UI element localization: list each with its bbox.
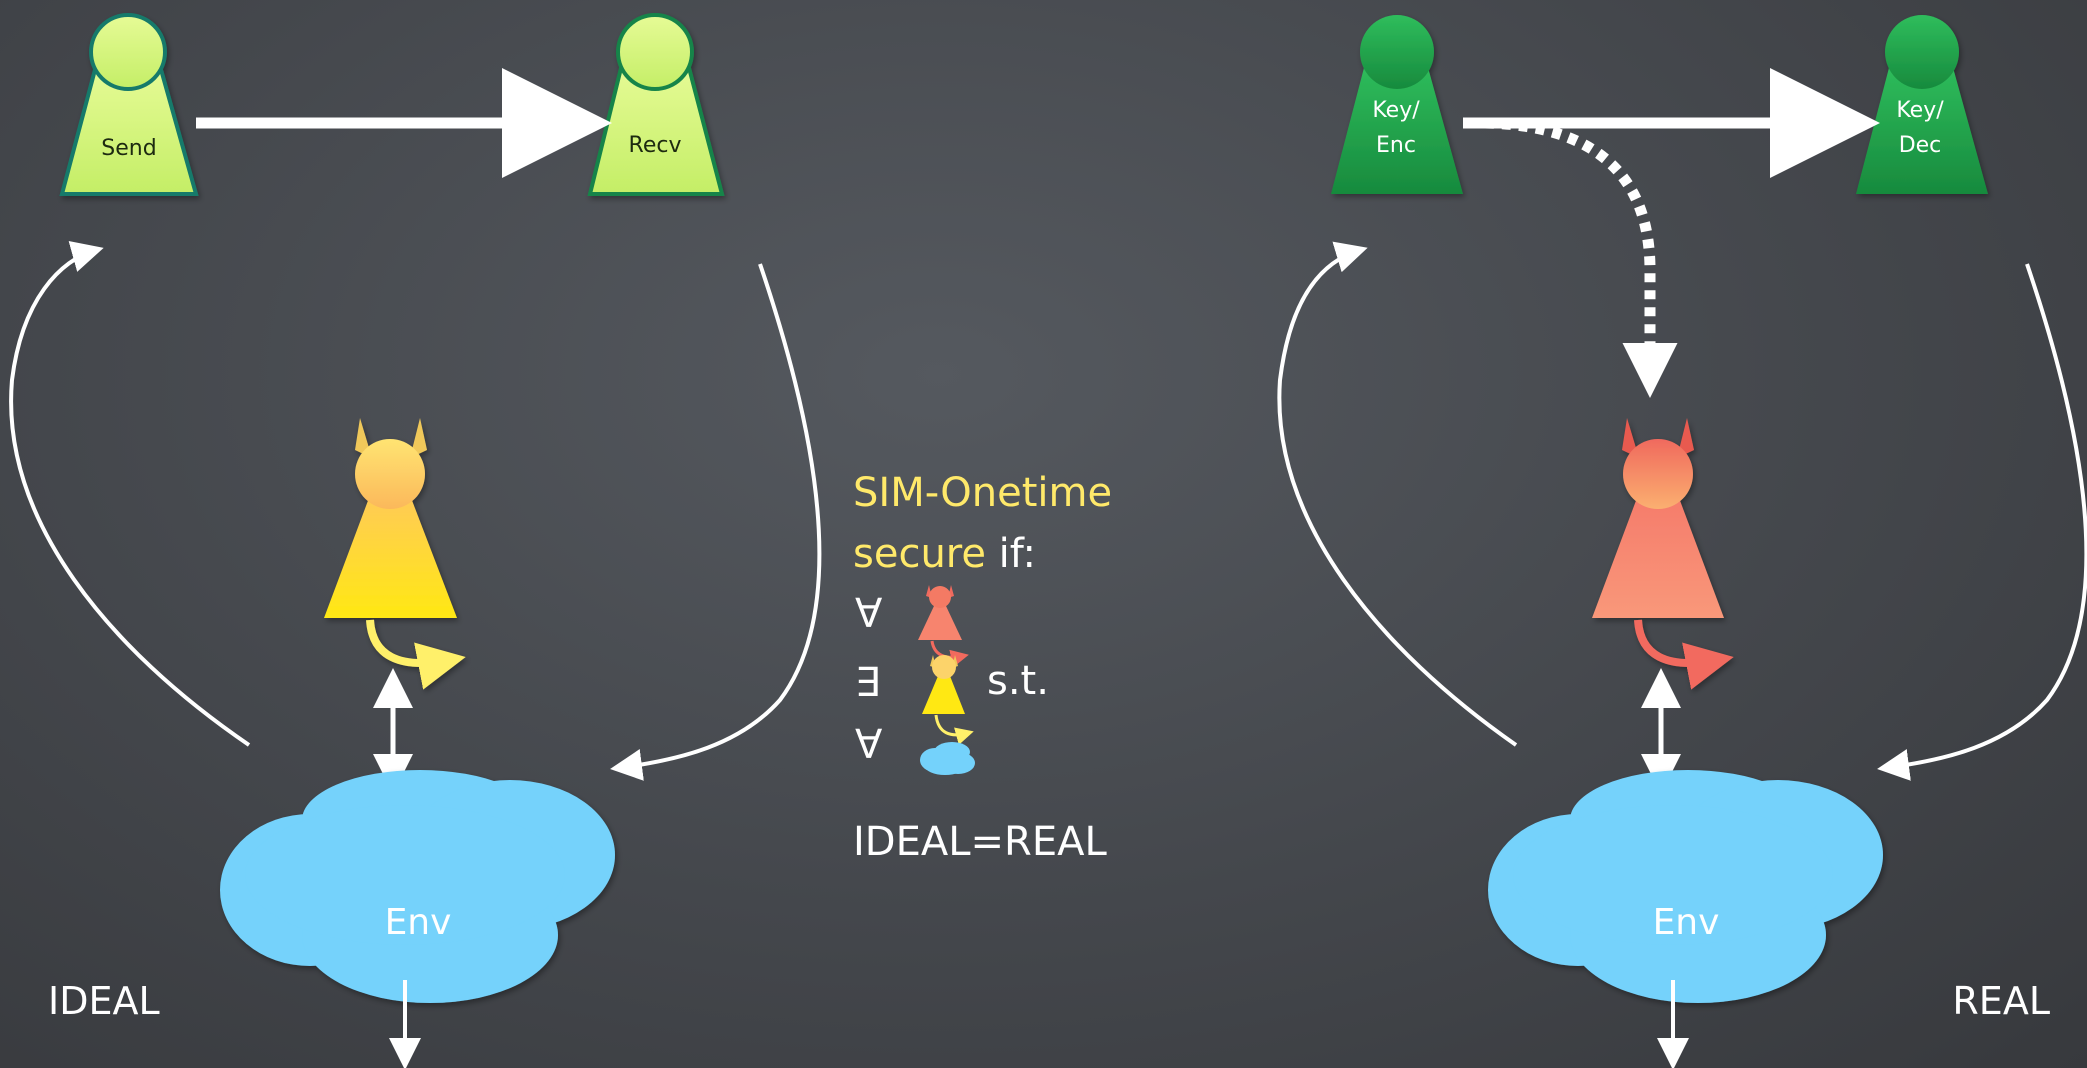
simulator-icon xyxy=(324,418,466,690)
exists-simulator-symbol: ∃ xyxy=(855,660,880,706)
real-world: Key/ Enc Key/ Dec xyxy=(1277,15,2087,1068)
forall-env-symbol: ∀ xyxy=(855,722,883,768)
ideal-world-label: IDEAL xyxy=(48,979,160,1023)
secure-highlight: secure xyxy=(853,531,986,577)
ideal-world: Send Recv xyxy=(9,13,822,1068)
recv-label: Recv xyxy=(629,133,682,158)
if-text: if: xyxy=(986,531,1036,577)
env-to-send-arrow xyxy=(9,241,251,747)
key-dec-label-line2: Dec xyxy=(1899,133,1942,158)
env-to-enc-arrow xyxy=(1277,241,1518,747)
ideal-equals-real-text: IDEAL=REAL xyxy=(853,819,1107,865)
definition-title: SIM-Onetime xyxy=(853,470,1112,516)
key-enc-label-line1: Key/ xyxy=(1372,98,1420,123)
definition-line2: secure if: xyxy=(853,531,1036,577)
ideal-env-cloud-icon xyxy=(220,770,615,1003)
dec-to-env-arrow xyxy=(1877,263,2087,781)
key-enc-label-line2: Enc xyxy=(1376,133,1416,158)
mini-simulator-icon xyxy=(922,655,974,745)
eavesdrop-dotted-arrow xyxy=(1484,117,1678,398)
mini-env-cloud-icon xyxy=(920,742,975,775)
mini-adversary-icon xyxy=(918,585,969,668)
ideal-env-label: Env xyxy=(385,902,452,943)
real-world-label: REAL xyxy=(1952,979,2050,1023)
such-that-text: s.t. xyxy=(987,658,1049,704)
real-env-cloud-icon xyxy=(1488,770,1883,1003)
adversary-icon xyxy=(1592,418,1734,690)
forall-adversary-symbol: ∀ xyxy=(855,591,883,637)
definition-block: SIM-Onetime secure if: ∀ ∃ s.t. ∀ xyxy=(853,470,1112,865)
recv-to-env-arrow xyxy=(610,263,822,781)
key-enc-party-icon xyxy=(1331,15,1463,194)
recv-party-icon xyxy=(587,13,725,196)
real-env-label: Env xyxy=(1653,902,1720,943)
send-label: Send xyxy=(101,136,156,161)
key-dec-party-icon xyxy=(1856,15,1988,194)
send-party-icon xyxy=(59,13,199,196)
key-dec-label-line1: Key/ xyxy=(1896,98,1944,123)
